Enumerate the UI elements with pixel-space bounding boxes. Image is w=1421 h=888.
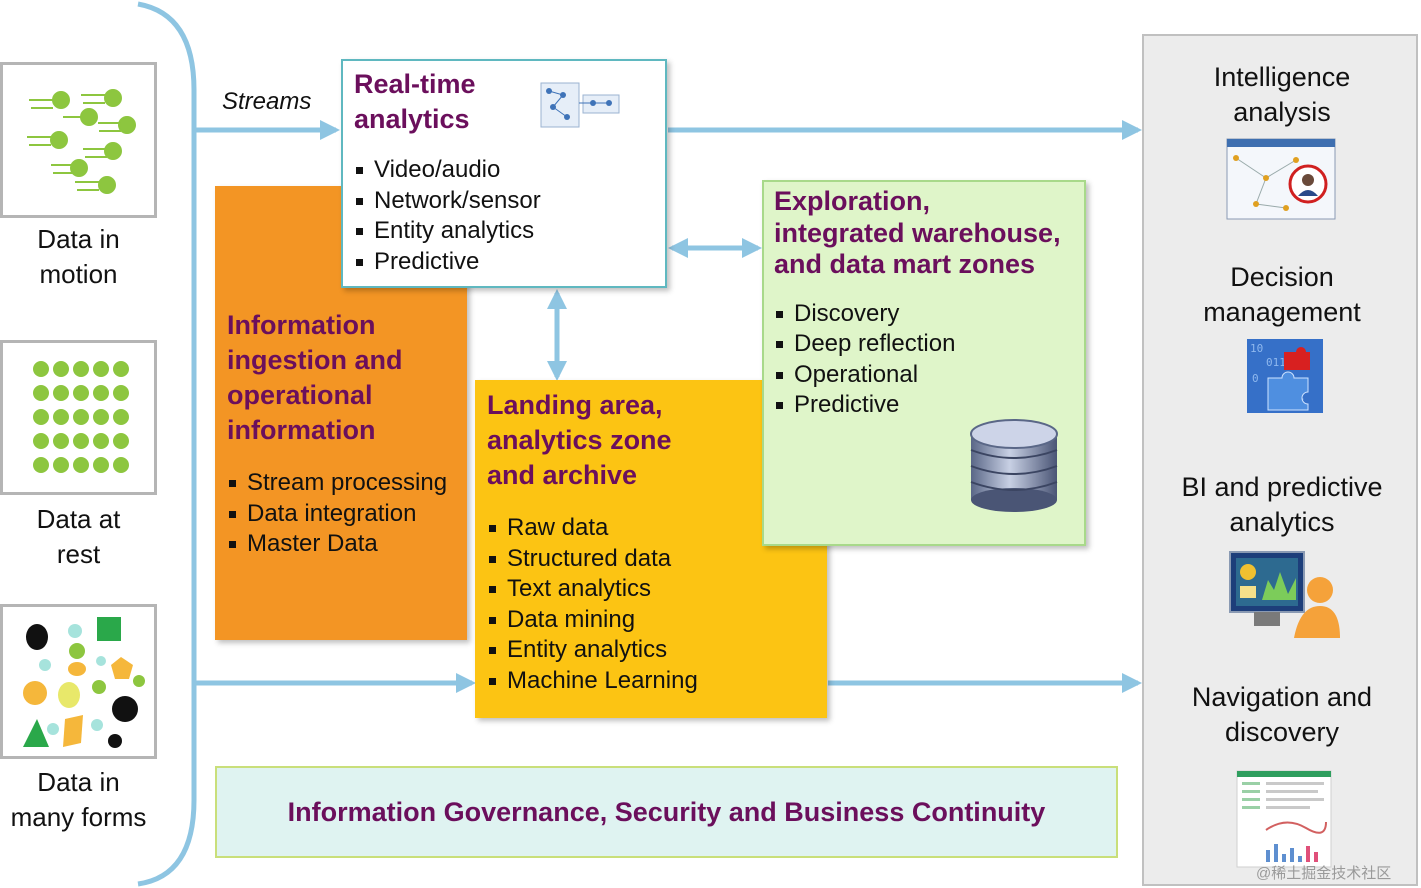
source-box-motion xyxy=(0,62,157,218)
realtime-title: Real-time analytics xyxy=(354,69,476,134)
watermark: @稀土掘金技术社区 xyxy=(1256,865,1392,882)
network-screenshot-icon xyxy=(1226,138,1336,220)
list-item: Predictive xyxy=(774,390,1084,421)
left-bracket xyxy=(137,1,197,887)
landing-title: Landing area, analytics zone and archive xyxy=(487,390,672,490)
exploration-box: Exploration, integrated warehouse, and d… xyxy=(762,180,1086,546)
realtime-box: Real-time analytics Video/audio Network/… xyxy=(341,59,667,288)
list-item: Text analytics xyxy=(487,574,827,605)
streaming-dots-icon xyxy=(27,89,136,194)
list-item: Master Data xyxy=(227,529,467,560)
list-item: Network/sensor xyxy=(354,186,665,217)
governance-bar: Information Governance, Security and Bus… xyxy=(215,766,1118,858)
database-icon xyxy=(970,419,1058,512)
flow-graph-icon xyxy=(540,82,620,128)
list-item: Operational xyxy=(774,360,1084,391)
governance-label: Information Governance, Security and Bus… xyxy=(287,796,1046,827)
report-page-icon xyxy=(1236,770,1332,868)
list-item: Structured data xyxy=(487,544,827,575)
streams-label: Streams xyxy=(222,88,312,115)
list-item: Discovery xyxy=(774,299,1084,330)
svg-text:0: 0 xyxy=(1252,372,1259,385)
exploration-title: Exploration, integrated warehouse, and d… xyxy=(774,186,1061,279)
bi-user-icon xyxy=(1229,551,1340,638)
exploration-list: Discovery Deep reflection Operational Pr… xyxy=(774,299,1084,421)
list-item: Machine Learning xyxy=(487,666,827,697)
realtime-list: Video/audio Network/sensor Entity analyt… xyxy=(354,155,665,277)
ingestion-list: Stream processing Data integration Maste… xyxy=(227,468,467,560)
dot-grid-icon xyxy=(33,361,129,473)
source-box-forms xyxy=(0,604,157,759)
shapes-icon xyxy=(23,617,145,748)
list-item: Deep reflection xyxy=(774,329,1084,360)
list-item: Predictive xyxy=(354,247,665,278)
list-item: Video/audio xyxy=(354,155,665,186)
list-item: Data mining xyxy=(487,605,827,636)
list-item: Entity analytics xyxy=(354,216,665,247)
list-item: Entity analytics xyxy=(487,635,827,666)
ingestion-title: Information ingestion and operational in… xyxy=(227,310,403,445)
list-item: Stream processing xyxy=(227,468,467,499)
puzzle-icon: 10011001. xyxy=(1247,339,1323,413)
source-box-rest xyxy=(0,340,157,495)
landing-list: Raw data Structured data Text analytics … xyxy=(487,513,827,696)
list-item: Raw data xyxy=(487,513,827,544)
list-item: Data integration xyxy=(227,499,467,530)
svg-text:10: 10 xyxy=(1250,342,1263,355)
svg-text:011: 011 xyxy=(1266,356,1286,369)
